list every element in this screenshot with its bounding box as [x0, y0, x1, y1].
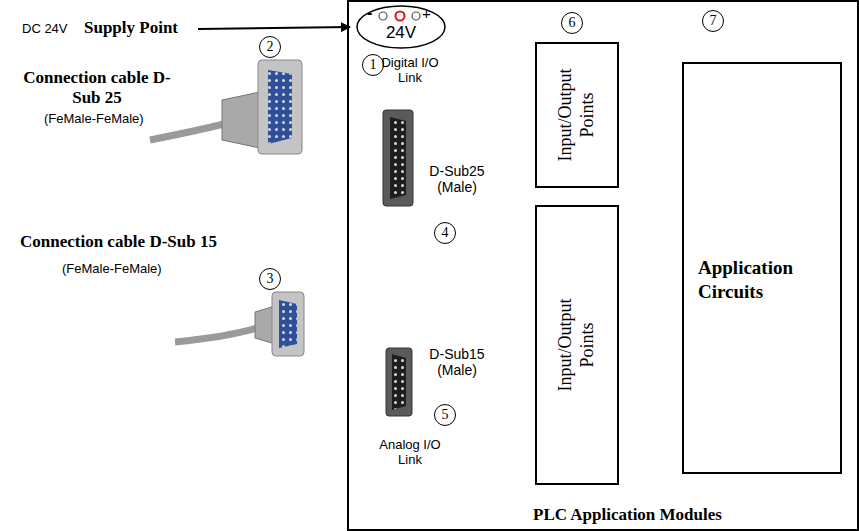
io-points-text: Input/Output Points	[555, 275, 598, 415]
cable-gender: (FeMale-FeMale)	[44, 112, 174, 127]
callout-number: 1	[362, 54, 384, 76]
terminal-sign: +	[422, 6, 431, 21]
callout-number: 4	[434, 222, 456, 244]
io-points-box: Input/Output Points	[535, 42, 619, 188]
callout-number: 5	[434, 404, 456, 426]
callout-number: 6	[561, 12, 583, 34]
io-points-text: Input/Output Points	[555, 48, 598, 182]
terminal-sign: -	[367, 5, 372, 21]
dsub15-male-connector	[386, 348, 412, 416]
callout-number: 2	[259, 36, 281, 58]
dsub25-male-connector	[383, 110, 413, 206]
connector-label: D-Sub25 (Male)	[424, 163, 490, 195]
leader-arrow	[198, 27, 350, 29]
link-label: Digital I/O Link	[372, 56, 448, 86]
callout-number: 7	[702, 10, 724, 32]
cable-label: Connection cable D-Sub 15	[20, 232, 280, 252]
application-text: Application Circuits	[696, 256, 832, 304]
module-title: PLC Application Modules	[533, 505, 722, 525]
supply-voltage: DC 24V	[22, 22, 92, 37]
supply-terminal: - +24V	[355, 4, 447, 50]
cable-label: Connection cable D-Sub 25	[22, 68, 172, 107]
dsub25-cable	[150, 60, 302, 154]
application-box: Application Circuits	[682, 62, 842, 474]
callout-number: 3	[259, 268, 281, 290]
supply-label: Supply Point	[84, 18, 196, 38]
dsub15-cable	[175, 292, 304, 356]
voltage-label: 24V	[355, 24, 447, 43]
link-label: Analog I/O Link	[372, 438, 448, 468]
io-points-box: Input/Output Points	[535, 205, 619, 485]
connector-label: D-Sub15 (Male)	[424, 346, 490, 378]
cable-gender: (FeMale-FeMale)	[62, 262, 192, 277]
